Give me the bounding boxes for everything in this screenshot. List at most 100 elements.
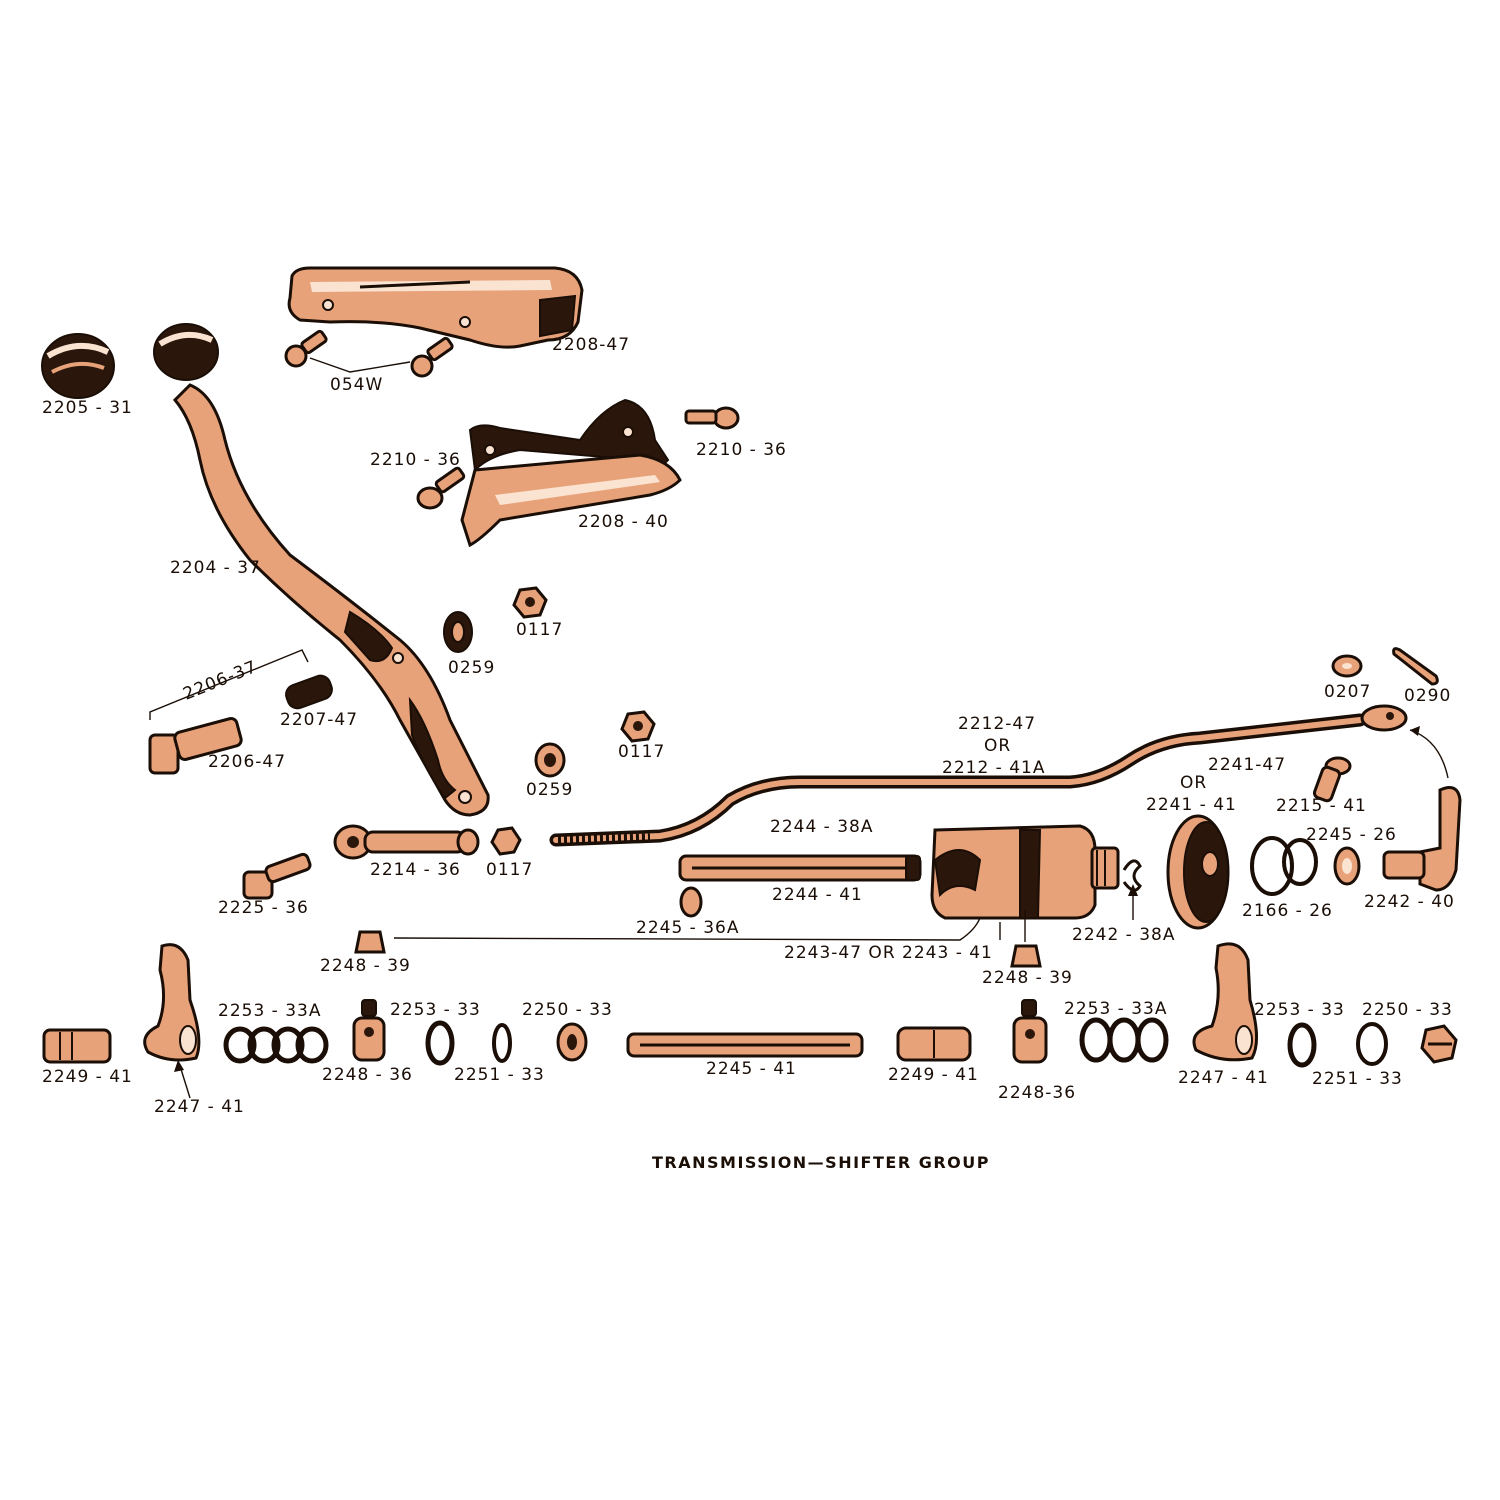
ring-2166-26-a-part (1250, 836, 1294, 896)
washer-0259-b-part (534, 742, 566, 778)
nut-0117-c-part (490, 826, 522, 856)
label-2212-47: 2212-47 (958, 714, 1036, 734)
label-0117-c: 0117 (486, 860, 533, 880)
shift-link-part (333, 824, 480, 860)
shift-cover-plate-part (287, 266, 584, 349)
cup-2248-39-b-part (1010, 944, 1042, 968)
nut-2250-33-a-part (556, 1022, 588, 1062)
label-2214-36: 2214 - 36 (370, 860, 461, 880)
bracket-2206-37 (149, 649, 309, 720)
spring-2253-33-a-part (425, 1020, 455, 1066)
label-2249-41-b: 2249 - 41 (888, 1065, 979, 1085)
label-2215-41: 2215 - 41 (1276, 796, 1367, 816)
plug-2245-36a-part (679, 886, 703, 918)
label-2241-47: 2241-47 (1208, 755, 1286, 775)
ring-2251-33-b-part (1356, 1022, 1388, 1066)
screw-054w-left-part (284, 329, 328, 368)
rail-2245-41-part (626, 1032, 864, 1058)
label-2248-36-b: 2248-36 (998, 1083, 1076, 1103)
screw-2210-36-right-part (684, 406, 740, 430)
shift-lever-part (153, 323, 490, 817)
shifter-shaft-2244-41-part (678, 854, 922, 882)
label-0207: 0207 (1324, 682, 1371, 702)
pivot-pin-part (148, 717, 243, 775)
leader-2248-39 (393, 910, 1026, 942)
leader-0290-arc (1409, 726, 1449, 779)
washer-0207-part (1331, 654, 1363, 678)
label-2243: 2243-47 OR 2243 - 41 (784, 943, 993, 963)
diagram-caption: TRANSMISSION—SHIFTER GROUP (652, 1153, 990, 1172)
springs-2253-33a-a-part (223, 1026, 329, 1064)
label-2212-41a: 2212 - 41A (942, 758, 1045, 778)
shift-rod-part (549, 704, 1408, 847)
label-2250-33-b: 2250 - 33 (1362, 1000, 1453, 1020)
label-054w: 054W (330, 375, 383, 395)
detent-plug-2249-41-b-part (896, 1026, 972, 1062)
label-0290: 0290 (1404, 686, 1451, 706)
screw-2210-36-left-part (416, 466, 466, 510)
fork-2247-41-b-part (1192, 942, 1258, 1062)
leader-2247-41-a (174, 1060, 191, 1099)
block-2248-36-a-part (352, 999, 386, 1062)
label-2245-36a: 2245 - 36A (636, 918, 739, 938)
washer-2245-26-part (1333, 846, 1361, 886)
shift-gear-2241-part (1166, 814, 1230, 930)
label-2253-33-b: 2253 - 33 (1254, 1000, 1345, 1020)
label-2253-33-a: 2253 - 33 (390, 1000, 481, 1020)
pin-2215-41-part (1312, 756, 1352, 803)
label-0259-a: 0259 (448, 658, 495, 678)
label-2208-40: 2208 - 40 (578, 512, 669, 532)
label-2253-33a-a: 2253 - 33A (218, 1001, 321, 1021)
arrow-2242-38a (1128, 884, 1138, 920)
label-2204-37: 2204 - 37 (170, 558, 261, 578)
label-2208-47: 2208-47 (552, 335, 630, 355)
label-2241-41: 2241 - 41 (1146, 795, 1237, 815)
screw-054w-right-part (410, 336, 454, 378)
label-2247-41-b: 2247 - 41 (1178, 1068, 1269, 1088)
label-2244-41: 2244 - 41 (772, 885, 863, 905)
fork-2247-41-a-part (143, 943, 201, 1062)
label-2248-39-a: 2248 - 39 (320, 956, 411, 976)
label-2248-39-b: 2248 - 39 (982, 968, 1073, 988)
bushing-part (285, 674, 333, 710)
spring-2253-33-b-part (1287, 1022, 1317, 1068)
label-2206-47: 2206-47 (208, 752, 286, 772)
label-2242-38a: 2242 - 38A (1072, 925, 1175, 945)
label-0117-b: 0117 (618, 742, 665, 762)
label-2251-33-b: 2251 - 33 (1312, 1069, 1403, 1089)
label-2251-33-a: 2251 - 33 (454, 1065, 545, 1085)
shift-gate-plate-part (460, 398, 682, 548)
label-2242-40: 2242 - 40 (1364, 892, 1455, 912)
label-2247-41-a: 2247 - 41 (154, 1097, 245, 1117)
shift-knob-part (41, 333, 115, 399)
cotter-pin-0290-part (1392, 647, 1439, 686)
label-or-2212: OR (984, 736, 1011, 756)
label-2207-47: 2207-47 (280, 710, 358, 730)
label-2250-33-a: 2250 - 33 (522, 1000, 613, 1020)
nut-0117-a-part (512, 586, 548, 619)
detent-plug-2249-41-a-part (42, 1028, 112, 1064)
label-or-2241: OR (1180, 773, 1207, 793)
block-2248-36-b-part (1012, 999, 1048, 1064)
cup-2248-39-a-part (354, 930, 386, 954)
label-2245-41: 2245 - 41 (706, 1059, 797, 1079)
ring-2251-33-a-part (492, 1023, 512, 1063)
label-0259-b: 0259 (526, 780, 573, 800)
label-2210-36-left: 2210 - 36 (370, 450, 461, 470)
label-2248-36-a: 2248 - 36 (322, 1065, 413, 1085)
nut-2250-33-b-part (1420, 1024, 1458, 1064)
nut-0117-b-part (620, 710, 656, 743)
crank-2242-40-part (1382, 786, 1462, 892)
label-2253-33a-b: 2253 - 33A (1064, 999, 1167, 1019)
screw-2225-36-part (242, 852, 312, 900)
ring-2166-26-b-part (1282, 838, 1318, 886)
label-2206-37: 2206-37 (180, 657, 260, 705)
leader-054w (309, 357, 411, 373)
label-2244-38a: 2244 - 38A (770, 817, 873, 837)
label-2225-36: 2225 - 36 (218, 898, 309, 918)
label-2245-26: 2245 - 26 (1306, 825, 1397, 845)
label-2210-36-right: 2210 - 36 (696, 440, 787, 460)
shifter-housing-2243-part (930, 824, 1120, 920)
label-2249-41-a: 2249 - 41 (42, 1067, 133, 1087)
